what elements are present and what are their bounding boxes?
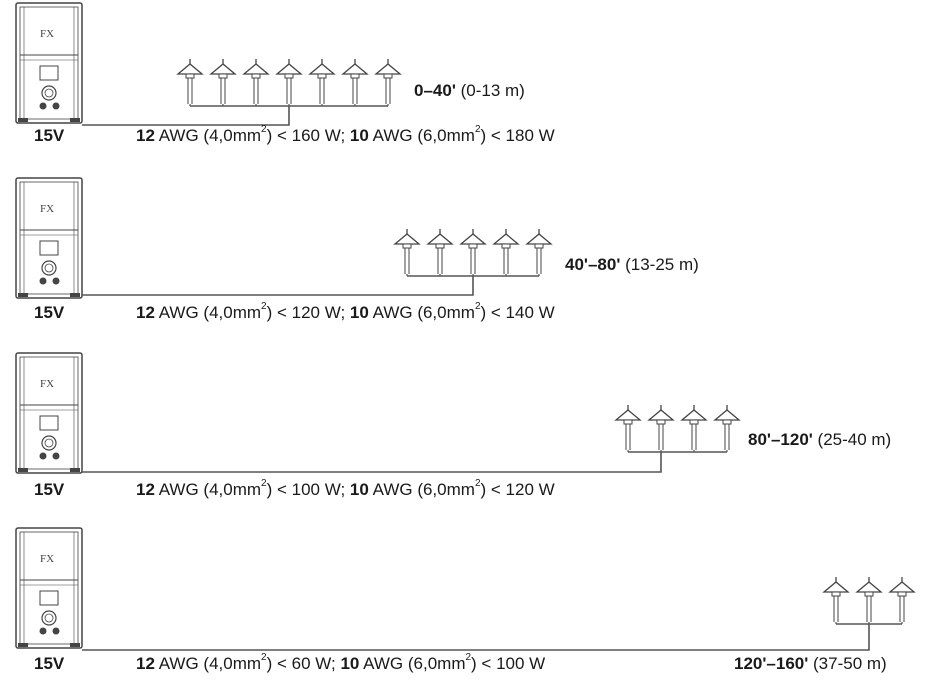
wire-12-limit: ) < 120 W;: [266, 303, 350, 322]
wire-spec: 12 AWG (4,0mm2) < 120 W; 10 AWG (6,0mm2)…: [136, 301, 555, 323]
main-cable: [82, 624, 870, 651]
distance-label: 40'–80' (13-25 m): [565, 255, 699, 275]
superscript: 2: [261, 301, 267, 313]
wire-gauge-12: 12: [136, 126, 155, 145]
wire-spec: 12 AWG (4,0mm2) < 160 W; 10 AWG (6,0mm2)…: [136, 124, 555, 146]
path-light-icon: [614, 405, 642, 452]
path-light-icon: [308, 59, 336, 106]
path-light-icon: [855, 577, 883, 624]
wire-gauge-10: 10: [340, 654, 360, 673]
wire-10-limit: ) < 100 W: [471, 654, 546, 673]
distance-label: 0–40' (0-13 m): [414, 81, 525, 101]
wire-10-text: AWG (6,0mm: [368, 303, 475, 322]
fx-logo: FX: [40, 553, 54, 565]
transformer-icon: FX: [15, 2, 83, 124]
distance-feet: 0–40': [414, 81, 456, 100]
wire-10-text: AWG (6,0mm: [368, 126, 475, 145]
wire-gauge-12: 12: [136, 480, 155, 499]
wire-10-text: AWG (6,0mm: [368, 480, 475, 499]
superscript: 2: [474, 124, 481, 136]
path-light-icon: [393, 229, 421, 276]
wire-12-limit: ) < 160 W;: [266, 126, 350, 145]
fx-logo: FX: [40, 203, 54, 215]
wiring-diagram-1: FX: [15, 2, 402, 126]
distance-meters: (25-40 m): [812, 430, 892, 449]
path-light-icon: [822, 577, 850, 624]
wiring-row-3: FX 80'–120' (25-40 m) 15V 12 AWG (4,0mm2…: [0, 350, 938, 510]
wire-10-limit: ) < 180 W: [480, 126, 555, 145]
transformer-icon: FX: [15, 177, 83, 299]
wire-gauge-12: 12: [136, 654, 155, 673]
path-light-icon: [888, 577, 916, 624]
main-cable: [82, 106, 290, 126]
wire-12-text: AWG (4,0mm: [154, 654, 262, 673]
path-light-icon: [176, 59, 204, 106]
wire-10-limit: ) < 140 W: [480, 303, 555, 322]
wire-12-text: AWG (4,0mm: [154, 480, 262, 499]
wiring-diagram-4: FX: [15, 527, 916, 651]
wire-gauge-10: 10: [349, 303, 369, 322]
fx-logo: FX: [40, 378, 54, 390]
wire-12-limit: ) < 60 W;: [266, 654, 341, 673]
path-light-icon: [374, 59, 402, 106]
wire-10-text: AWG (6,0mm: [359, 654, 466, 673]
distance-feet: 40'–80': [565, 255, 621, 274]
distance-meters: (13-25 m): [620, 255, 699, 274]
wire-spec: 12 AWG (4,0mm2) < 100 W; 10 AWG (6,0mm2)…: [136, 478, 555, 500]
wire-12-text: AWG (4,0mm: [154, 303, 262, 322]
path-light-icon: [492, 229, 520, 276]
superscript: 2: [465, 652, 472, 664]
path-light-icon: [713, 405, 741, 452]
wiring-row-1: FX 0–40' (0-13 m) 15V 12 AWG (4,0mm2) < …: [0, 0, 938, 160]
path-light-icon: [525, 229, 553, 276]
wiring-row-2: FX 40'–80' (13-25 m) 15V 12 AWG (4,0mm2)…: [0, 175, 938, 335]
wire-gauge-10: 10: [349, 126, 369, 145]
path-light-icon: [242, 59, 270, 106]
path-light-icon: [426, 229, 454, 276]
path-light-icon: [341, 59, 369, 106]
wire-10-limit: ) < 120 W: [480, 480, 555, 499]
transformer-icon: FX: [15, 527, 83, 649]
superscript: 2: [474, 301, 481, 313]
superscript: 2: [474, 478, 481, 490]
transformer-icon: FX: [15, 352, 83, 474]
wire-12-text: AWG (4,0mm: [154, 126, 262, 145]
voltage-label: 15V: [34, 126, 65, 145]
path-light-icon: [647, 405, 675, 452]
wire-gauge-12: 12: [136, 303, 155, 322]
path-light-icon: [275, 59, 303, 106]
distance-label: 80'–120' (25-40 m): [748, 430, 891, 450]
superscript: 2: [261, 124, 267, 136]
fx-logo: FX: [40, 28, 54, 40]
voltage-label: 15V: [34, 480, 65, 499]
wiring-row-4: FX 15V 12 AWG (4,0mm2) < 60 W; 10 AWG (6…: [0, 525, 938, 685]
wire-spec: 12 AWG (4,0mm2) < 60 W; 10 AWG (6,0mm2) …: [136, 652, 546, 674]
distance-meters: (0-13 m): [455, 81, 525, 100]
wiring-diagram-3: FX: [15, 352, 741, 474]
wire-gauge-10: 10: [349, 480, 369, 499]
superscript: 2: [261, 478, 267, 490]
distance-label: 120'–160' (37-50 m): [734, 654, 887, 674]
voltage-label: 15V: [34, 654, 65, 673]
main-cable: [82, 452, 662, 473]
voltage-label: 15V: [34, 303, 65, 322]
path-light-icon: [459, 229, 487, 276]
distance-meters: (37-50 m): [808, 654, 887, 673]
superscript: 2: [261, 652, 267, 664]
wiring-diagram-2: FX: [15, 177, 553, 299]
path-light-icon: [680, 405, 708, 452]
distance-feet: 120'–160': [734, 654, 809, 673]
main-cable: [82, 276, 474, 296]
path-light-icon: [209, 59, 237, 106]
distance-feet: 80'–120': [748, 430, 813, 449]
wire-12-limit: ) < 100 W;: [266, 480, 350, 499]
